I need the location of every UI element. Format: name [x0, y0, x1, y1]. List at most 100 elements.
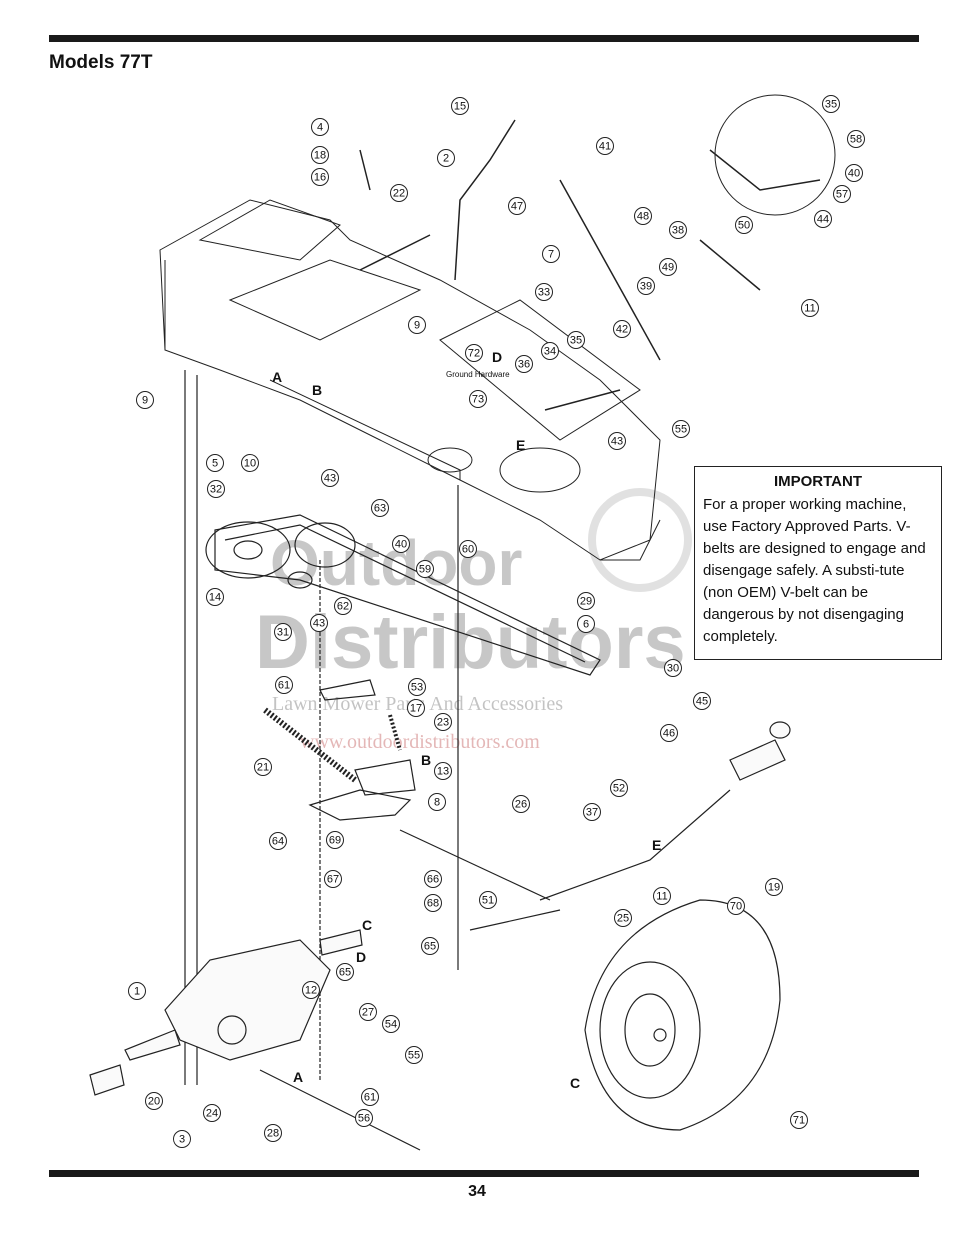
bottom-rule [49, 1170, 919, 1177]
callout-circle [437, 149, 455, 167]
callout-circle [302, 981, 320, 999]
callout-number: 2 [443, 153, 449, 165]
callout-number: 46 [663, 728, 675, 740]
callout-circle [541, 342, 559, 360]
callout-number: 39 [640, 281, 652, 293]
callout-26: 26 [512, 795, 530, 813]
callout-circle [382, 1015, 400, 1033]
callout-55: 55 [672, 420, 690, 438]
callout-circle [428, 793, 446, 811]
callout-number: 57 [836, 189, 848, 201]
callout-number: 68 [427, 898, 439, 910]
callout-circle [801, 299, 819, 317]
callout-circle [735, 216, 753, 234]
callout-circle [577, 592, 595, 610]
ref-letter-c-wheel: C [570, 1075, 580, 1091]
belt-drive [205, 514, 601, 676]
callout-number: 55 [675, 424, 687, 436]
callout-number: 15 [454, 101, 466, 113]
callout-5: 5 [206, 454, 224, 472]
callout-40: 40 [845, 164, 863, 182]
callout-44: 44 [814, 210, 832, 228]
callout-number: 34 [544, 346, 556, 358]
callout-number: 27 [362, 1007, 374, 1019]
callout-number: 9 [414, 320, 420, 332]
important-heading: IMPORTANT [773, 473, 863, 490]
callout-27: 27 [359, 1003, 377, 1021]
callout-10: 10 [241, 454, 259, 472]
callout-circle [515, 355, 533, 373]
callout-circle [361, 1088, 379, 1106]
callout-number: 6 [583, 619, 589, 631]
callout-circle [407, 699, 425, 717]
callout-number: 70 [730, 901, 742, 913]
callout-28: 28 [264, 1124, 282, 1142]
callout-35: 35 [567, 331, 585, 349]
callout-29: 29 [577, 592, 595, 610]
callout-number: 17 [410, 703, 422, 715]
callout-number: 16 [314, 172, 326, 184]
callout-63: 63 [371, 499, 389, 517]
callout-number: 31 [277, 627, 289, 639]
callout-circle [469, 390, 487, 408]
callout-circle [479, 891, 497, 909]
callout-number: 47 [511, 201, 523, 213]
callout-1: 1 [128, 982, 146, 1000]
callout-20: 20 [145, 1092, 163, 1110]
callout-number: 65 [424, 941, 436, 953]
callout-38: 38 [669, 221, 687, 239]
callout-3: 3 [173, 1130, 191, 1148]
callout-number: 11 [656, 891, 667, 903]
callout-71: 71 [790, 1111, 808, 1129]
callout-circle [321, 469, 339, 487]
callout-circle [390, 184, 408, 202]
callout-14: 14 [206, 588, 224, 606]
callout-67: 67 [324, 870, 342, 888]
callout-9: 9 [136, 391, 154, 409]
chassis-frame [159, 199, 661, 561]
callout-circle [542, 245, 560, 263]
callout-number: 11 [804, 303, 815, 315]
callout-52: 52 [610, 779, 628, 797]
callout-circle [336, 963, 354, 981]
callout-number: 32 [210, 484, 222, 496]
callout-number: 12 [305, 985, 317, 997]
callout-62: 62 [334, 597, 352, 615]
upper-linkages [359, 94, 836, 411]
callout-circle [128, 982, 146, 1000]
callout-circle [845, 164, 863, 182]
ref-letter-a-upper: A [272, 369, 282, 385]
callout-circle [833, 185, 851, 203]
callout-circle [822, 95, 840, 113]
callout-30: 30 [664, 659, 682, 677]
callout-number: 36 [518, 359, 530, 371]
callout-number: 4 [317, 122, 323, 134]
callout-circle [408, 678, 426, 696]
top-rule [49, 35, 919, 42]
callout-circle [727, 897, 745, 915]
callout-number: 61 [278, 680, 290, 692]
watermark: Outdoor Distributors Lawn Mower Parts An… [255, 488, 692, 753]
watermark-url: www.outdoordistributors.com [300, 731, 540, 753]
callout-70: 70 [727, 897, 745, 915]
callout-23: 23 [434, 713, 452, 731]
callout-circle [634, 207, 652, 225]
callout-72: 72 [465, 344, 483, 362]
callout-number: 13 [437, 766, 449, 778]
callout-12: 12 [302, 981, 320, 999]
callout-39: 39 [637, 277, 655, 295]
callout-35: 35 [822, 95, 840, 113]
callout-circle [434, 713, 452, 731]
callout-number: 8 [434, 797, 440, 809]
callout-18: 18 [311, 146, 329, 164]
ground-hardware-label: Ground Hardware [446, 370, 510, 379]
callout-circle [254, 758, 272, 776]
callout-circle [637, 277, 655, 295]
callout-circle [614, 909, 632, 927]
callout-number: 59 [419, 564, 431, 576]
callout-number: 53 [411, 682, 423, 694]
callout-circle [264, 1124, 282, 1142]
callout-number: 24 [206, 1108, 218, 1120]
callout-circle [408, 316, 426, 334]
callout-64: 64 [269, 832, 287, 850]
